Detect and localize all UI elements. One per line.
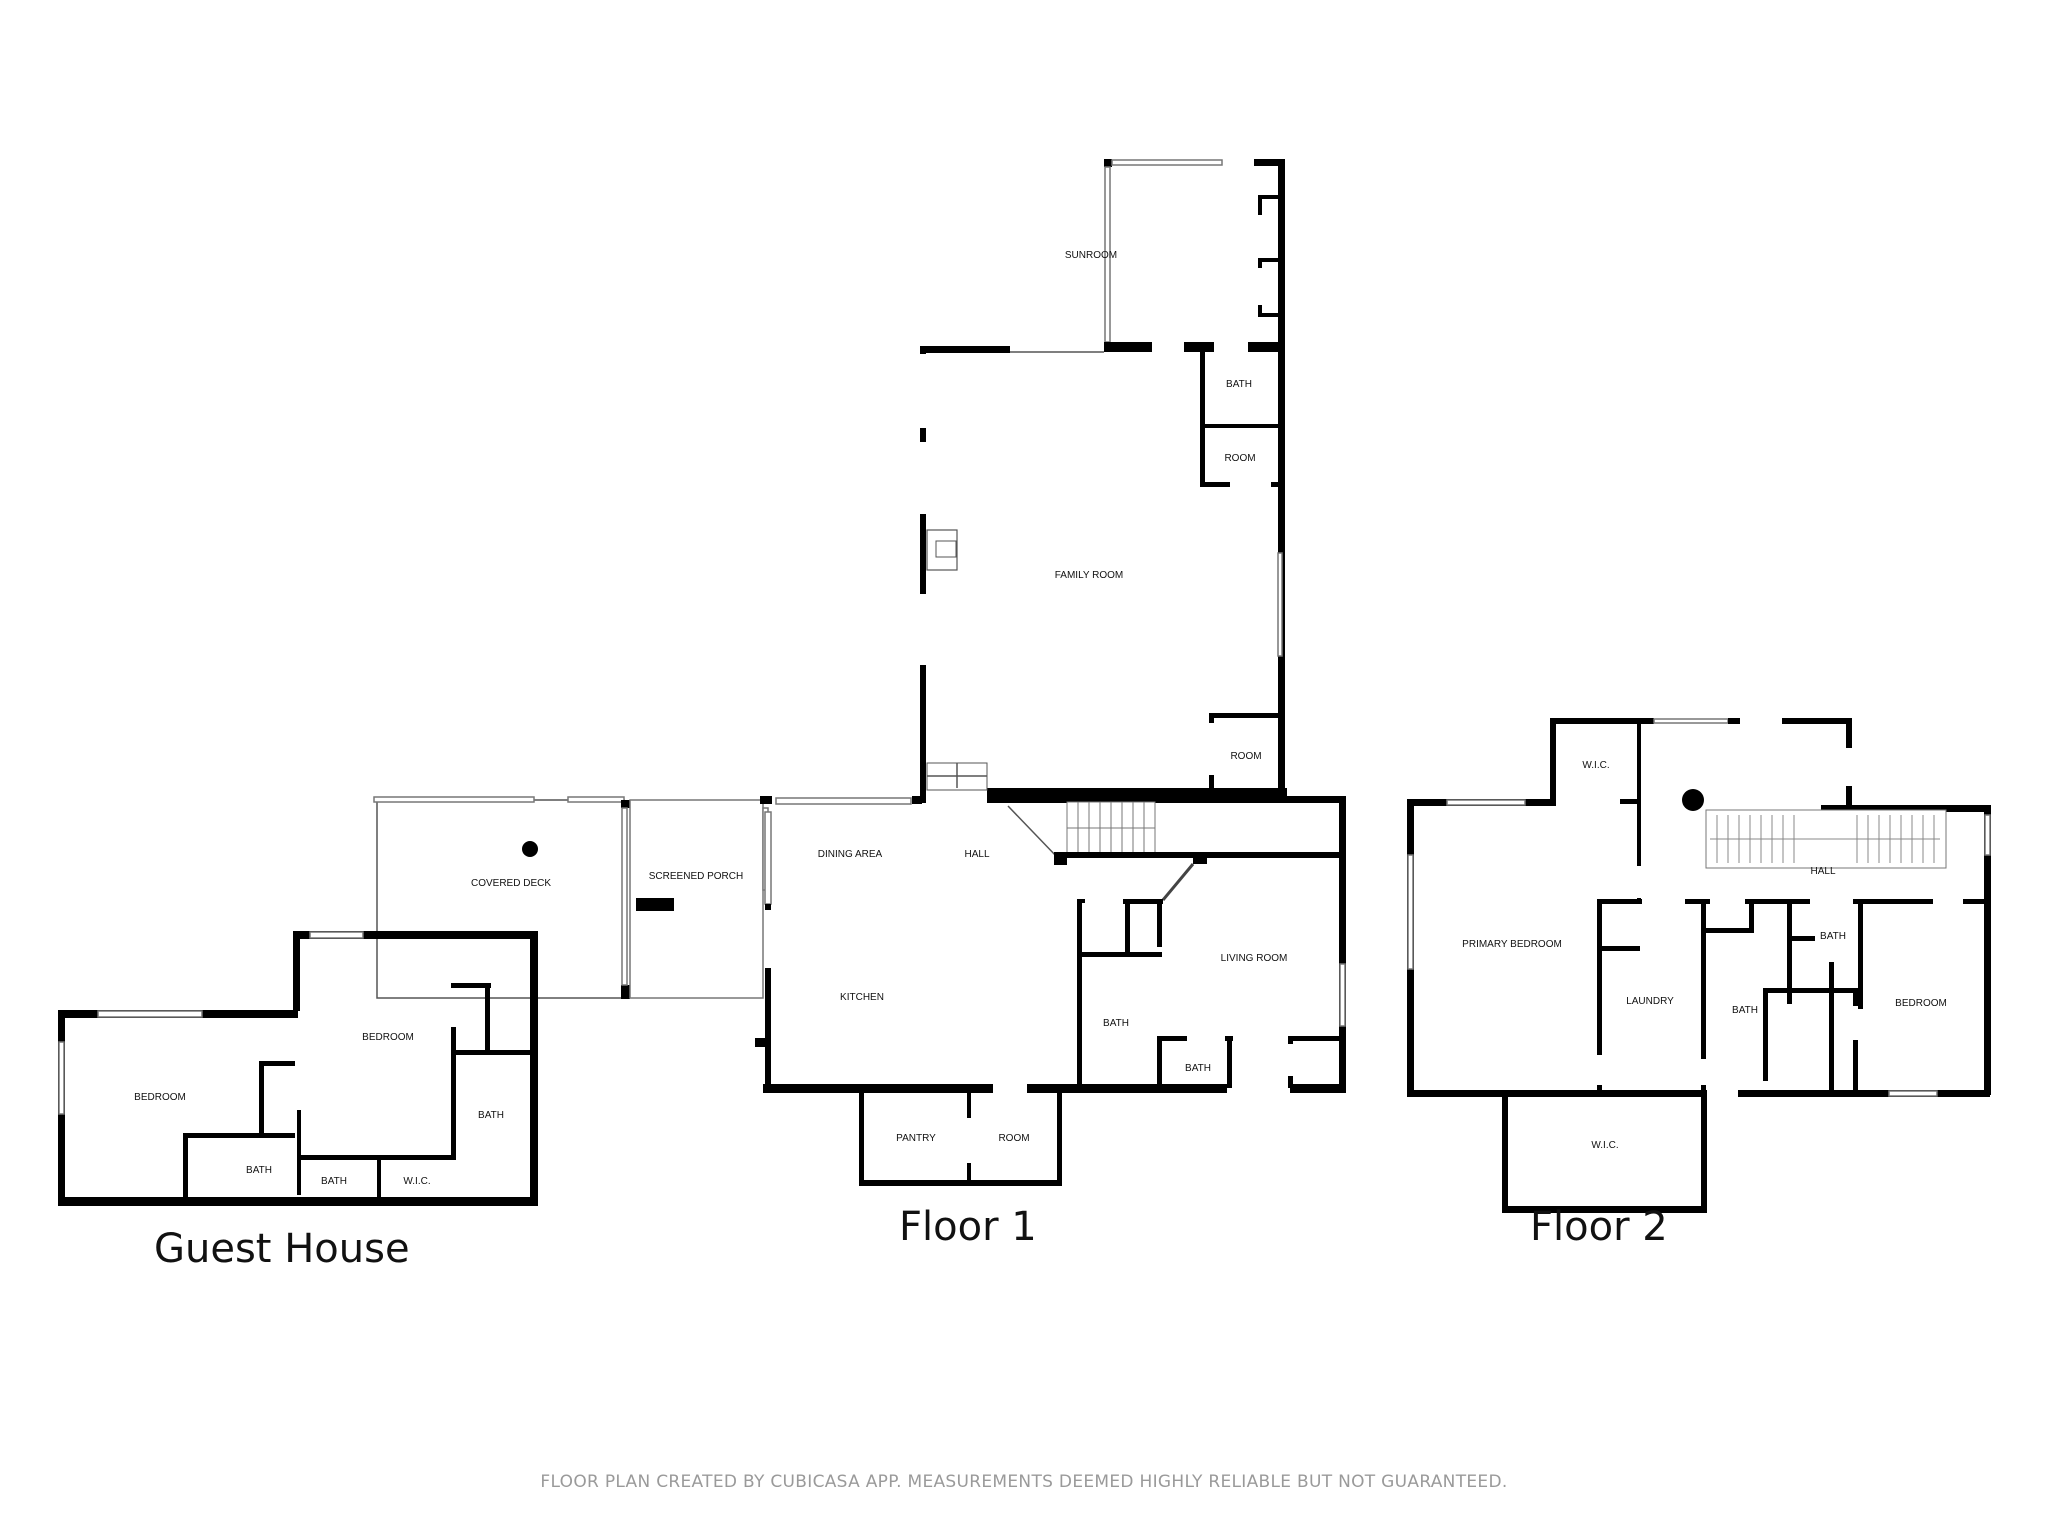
- room-label-hall: HALL: [1810, 866, 1835, 877]
- room-label-screened-porch: SCREENED PORCH: [649, 871, 743, 882]
- room-label-laundry: LAUNDRY: [1626, 996, 1674, 1007]
- room-label-bath: BATH: [321, 1176, 347, 1187]
- room-label-bath: BATH: [478, 1110, 504, 1121]
- room-label-family-room: FAMILY ROOM: [1055, 570, 1124, 581]
- room-label-wic: W.I.C.: [1591, 1140, 1618, 1151]
- room-label-bath: BATH: [246, 1165, 272, 1176]
- room-label-wic: W.I.C.: [1582, 760, 1609, 771]
- room-label-pantry: PANTRY: [896, 1133, 936, 1144]
- room-label-wic: W.I.C.: [403, 1176, 430, 1187]
- room-label-bath: BATH: [1226, 379, 1252, 390]
- room-label-bath: BATH: [1185, 1063, 1211, 1074]
- room-label-bath: BATH: [1732, 1005, 1758, 1016]
- room-label-bedroom: BEDROOM: [362, 1032, 414, 1043]
- room-label-primary-bedroom: PRIMARY BEDROOM: [1462, 939, 1562, 950]
- room-label-bath: BATH: [1820, 931, 1846, 942]
- room-label-covered-deck: COVERED DECK: [471, 878, 551, 889]
- floor-1-plan: SUNROOM BATH ROOM FAMILY ROOM ROOM SCREE…: [629, 159, 1346, 1186]
- grill-icon: [636, 898, 674, 911]
- room-label-bedroom: BEDROOM: [134, 1092, 186, 1103]
- room-label-room: ROOM: [998, 1133, 1029, 1144]
- post-icon: [522, 841, 538, 857]
- post-icon: [1682, 789, 1704, 811]
- disclaimer-footer: FLOOR PLAN CREATED BY CUBICASA APP. MEAS…: [540, 1472, 1508, 1492]
- room-label-hall: HALL: [964, 849, 989, 860]
- room-label-room: ROOM: [1224, 453, 1255, 464]
- room-label-room: ROOM: [1230, 751, 1261, 762]
- room-label-living-room: LIVING ROOM: [1221, 953, 1288, 964]
- guest-house-title: Guest House: [154, 1226, 410, 1272]
- room-label-sunroom: SUNROOM: [1065, 250, 1117, 261]
- room-label-kitchen: KITCHEN: [840, 992, 884, 1003]
- floor-1-title: Floor 1: [899, 1204, 1037, 1250]
- room-label-bath: BATH: [1103, 1018, 1129, 1029]
- floor-2-plan: W.I.C. HALL PRIMARY BEDROOM LAUNDRY BATH…: [1407, 718, 1991, 1213]
- room-label-bedroom: BEDROOM: [1895, 998, 1947, 1009]
- room-label-dining-area: DINING AREA: [818, 849, 883, 860]
- floor-2-title: Floor 2: [1530, 1204, 1668, 1250]
- guest-house-plan: COVERED DECK BEDROOM BEDROOM BATH BATH B…: [58, 796, 630, 1206]
